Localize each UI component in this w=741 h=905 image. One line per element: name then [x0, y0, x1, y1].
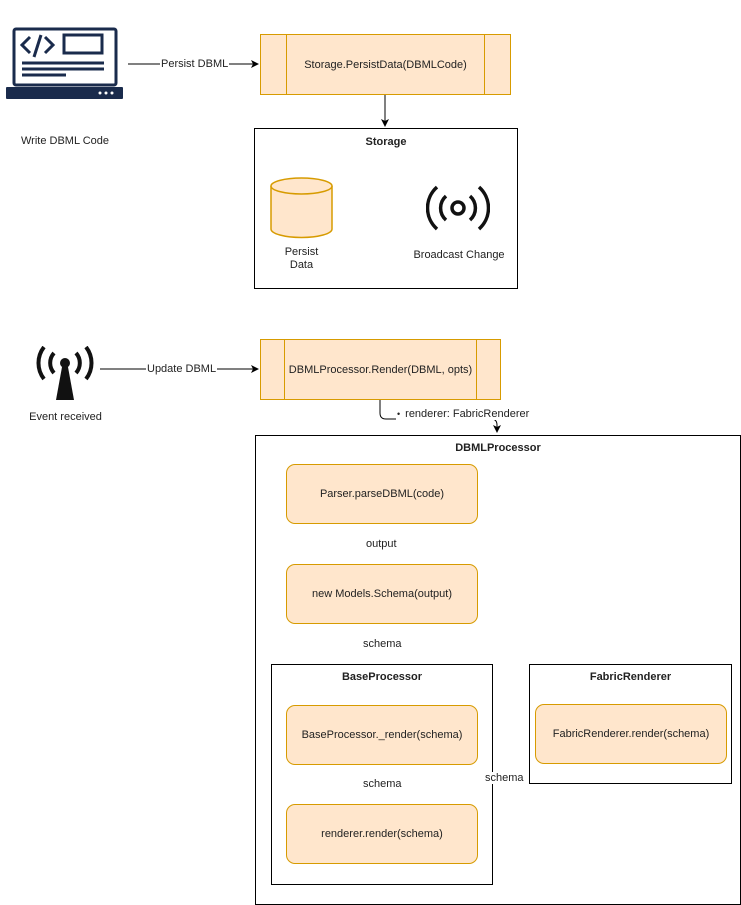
renderer-edge-label: • renderer: FabricRenderer	[396, 408, 531, 420]
renderer-render-label: renderer.render(schema)	[321, 828, 443, 840]
parse-dbml-label: Parser.parseDBML(code)	[319, 488, 445, 500]
event-received-label: Event received	[29, 411, 102, 423]
database-cylinder-icon	[270, 177, 333, 239]
fabric-render-box[interactable]: FabricRenderer.render(schema)	[535, 704, 727, 764]
render-process[interactable]: DBMLProcessor.Render(DBML, opts)	[260, 339, 501, 400]
persist-process[interactable]: Storage.PersistData(DBMLCode)	[260, 34, 511, 95]
output-edge-label: output	[365, 538, 398, 550]
fabric-render-label: FabricRenderer.render(schema)	[552, 728, 710, 740]
fabric-renderer-title: FabricRenderer	[589, 671, 672, 683]
persist-data-line2: Data	[289, 259, 314, 271]
base-render-label: BaseProcessor._render(schema)	[301, 729, 463, 741]
cross-schema-edge-label: schema	[484, 772, 525, 784]
persist-data-label: Persist Data	[270, 246, 333, 272]
base-schema-edge-label: schema	[362, 778, 403, 790]
antenna-signal-icon	[34, 345, 96, 400]
bullet-icon: •	[397, 409, 406, 419]
base-processor-title: BaseProcessor	[341, 671, 423, 683]
renderer-edge-text: renderer: FabricRenderer	[405, 408, 530, 420]
persist-process-label: Storage.PersistData(DBMLCode)	[304, 58, 467, 71]
dbml-processor-title: DBMLProcessor	[455, 442, 541, 454]
renderer-render-box[interactable]: renderer.render(schema)	[286, 804, 478, 864]
storage-title: Storage	[365, 136, 407, 148]
models-schema-label: new Models.Schema(output)	[311, 588, 452, 600]
persist-data-line1: Persist	[284, 246, 319, 258]
models-schema-box[interactable]: new Models.Schema(output)	[286, 564, 478, 624]
render-process-label: DBMLProcessor.Render(DBML, opts)	[288, 363, 473, 376]
update-edge-label: Update DBML	[146, 363, 218, 375]
write-dbml-label: Write DBML Code	[20, 135, 110, 147]
schema-edge-label: schema	[362, 638, 403, 650]
base-render-box[interactable]: BaseProcessor._render(schema)	[286, 705, 478, 765]
broadcast-icon	[425, 184, 491, 232]
broadcast-label: Broadcast Change	[413, 249, 505, 261]
persist-edge-label: Persist DBML	[160, 58, 230, 70]
parse-dbml-box[interactable]: Parser.parseDBML(code)	[286, 464, 478, 524]
laptop-code-icon	[6, 27, 124, 101]
